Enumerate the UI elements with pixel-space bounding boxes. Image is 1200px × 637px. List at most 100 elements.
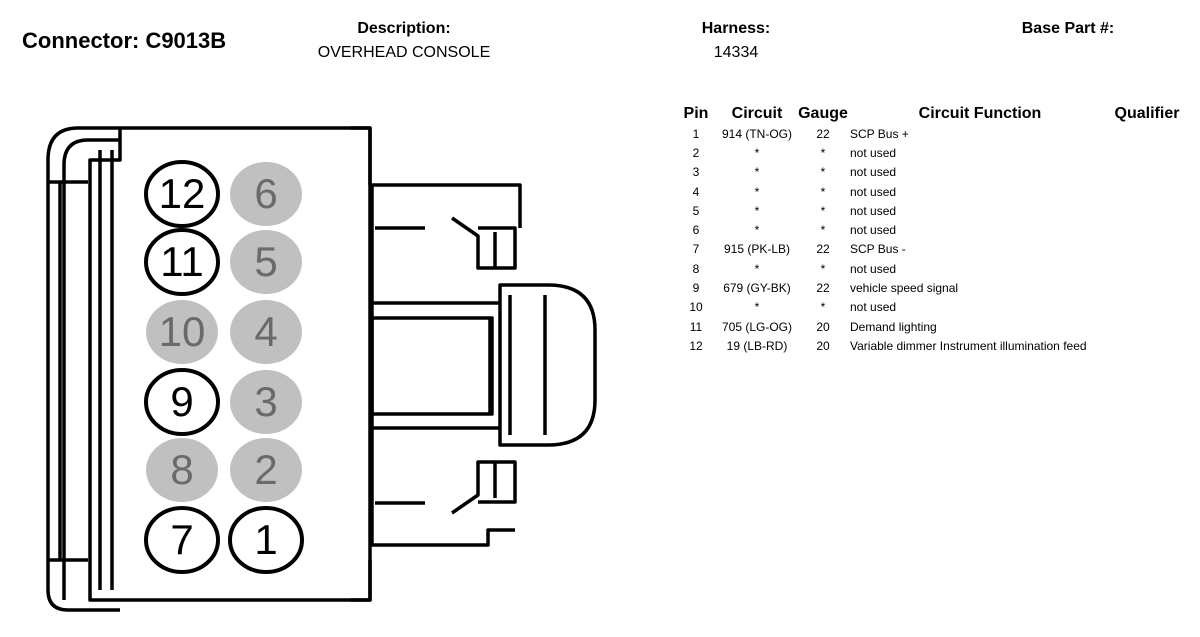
cavity-circle — [230, 438, 302, 502]
table-row: 6**not used — [676, 220, 1182, 239]
cavity-circle — [144, 160, 220, 228]
cavity-circle — [228, 506, 304, 574]
pinout-table: Pin Circuit Gauge Circuit Function Quali… — [676, 104, 1182, 356]
pin-cell: 12 — [689, 338, 703, 353]
circuit-cell: * — [754, 203, 760, 218]
table-row: 8 * * not used — [676, 259, 1182, 278]
qualifier-cell — [1112, 182, 1182, 201]
circuit-function-cell: not used — [850, 261, 897, 276]
cavity-8: 8 — [146, 438, 218, 502]
pin-cell: 2 — [692, 145, 700, 160]
gauge-header: Gauge — [798, 105, 848, 122]
pin-cell: 3 — [692, 165, 700, 180]
cavity-9: 9 — [144, 368, 220, 436]
cavity-11: 11 — [144, 228, 220, 296]
gauge-cell: * — [820, 261, 826, 276]
gauge-cell: * — [820, 223, 826, 238]
cavity-number: 4 — [254, 308, 277, 355]
circuit-function-cell: not used — [850, 223, 897, 238]
qualifier-cell — [1112, 278, 1182, 297]
circuit-header: Circuit — [731, 105, 783, 122]
table-row: 4 * * not used — [676, 182, 1182, 201]
qualifier-cell — [1112, 259, 1182, 278]
cavity-circle — [146, 438, 218, 502]
qualifier-cell — [1112, 317, 1182, 336]
gauge-cell: 22 — [816, 242, 830, 257]
circuit-cell: 19 (LB-RD) — [726, 338, 788, 353]
qualifier-cell — [1112, 240, 1182, 259]
cavity-circle — [230, 162, 302, 226]
qualifier-cell — [1112, 124, 1182, 143]
cavity-number: 9 — [170, 378, 193, 425]
gauge-cell: 22 — [816, 126, 830, 141]
table-row: 3**not used — [676, 163, 1182, 182]
gauge-cell: * — [820, 165, 826, 180]
pin-cell: 11 — [689, 319, 703, 334]
circuit-cell: 679 (GY-BK) — [723, 281, 791, 296]
cavity-number: 8 — [170, 446, 193, 493]
description-value: OVERHEAD CONSOLE — [317, 44, 491, 61]
harness-label: Harness: — [701, 20, 771, 37]
cavity-circle — [230, 230, 302, 294]
table-row: 12 19 (LB-RD) 20 Variable dimmer Instrument… — [676, 336, 1182, 355]
pin-header: Pin — [683, 105, 709, 122]
gauge-cell: * — [820, 300, 826, 315]
pin-cell: 4 — [692, 184, 700, 199]
cavity-number: 5 — [254, 238, 277, 285]
table-row: 5 * * not used — [676, 201, 1182, 220]
cavity-4: 4 — [230, 300, 302, 364]
circuit-function-cell: not used — [850, 184, 897, 199]
cavity-circle — [144, 368, 220, 436]
cavity-2: 2 — [230, 438, 302, 502]
circuit-cell: * — [754, 184, 760, 199]
gauge-cell: 20 — [816, 338, 830, 353]
cavity-10: 10 — [146, 300, 218, 364]
harness-value: 14334 — [713, 44, 759, 61]
circuit-function-cell: Demand lighting — [850, 319, 937, 334]
cavity-number: 12 — [159, 170, 206, 217]
circuit-cell: 705 (LG-OG) — [721, 319, 793, 334]
cavity-number: 10 — [159, 308, 206, 355]
qualifier-cell — [1112, 201, 1182, 220]
qualifier-cell — [1112, 143, 1182, 162]
description-label: Description: — [357, 20, 451, 37]
circuit-cell: * — [754, 145, 760, 160]
circuit-cell: * — [754, 261, 760, 276]
circuit-function-cell: SCP Bus + — [850, 126, 909, 141]
pin-cell: 5 — [692, 203, 700, 218]
qualifier-cell — [1112, 163, 1182, 182]
circuit-function-cell: not used — [850, 203, 897, 218]
gauge-cell: * — [820, 203, 826, 218]
connector-housing — [46, 126, 597, 612]
cavity-7: 7 — [144, 506, 220, 574]
cavity-number: 3 — [254, 378, 277, 425]
cavity-3: 3 — [230, 370, 302, 434]
gauge-cell: * — [820, 145, 826, 160]
circuit-function-cell: not used — [850, 300, 897, 315]
pin-cell: 6 — [692, 223, 700, 238]
cavity-circle — [230, 300, 302, 364]
connector-title: Connector: C9013B — [22, 28, 227, 53]
pin-cell: 8 — [692, 261, 700, 276]
cavity-number: 2 — [254, 446, 277, 493]
qualifier-header: Qualifier — [1114, 105, 1180, 122]
circuit-function-cell: vehicle speed signal — [850, 281, 959, 296]
circuit-function-cell: not used — [850, 145, 897, 160]
cavity-5: 5 — [230, 230, 302, 294]
circuit-function-header: Circuit Function — [918, 105, 1042, 122]
qualifier-cell — [1112, 336, 1182, 355]
gauge-cell: 20 — [816, 319, 830, 334]
gauge-cell: * — [820, 184, 826, 199]
pin-cell: 10 — [689, 300, 703, 315]
pin-cell: 9 — [692, 281, 700, 296]
cavity-number: 11 — [160, 238, 204, 285]
circuit-function-cell: Variable dimmer Instrument illumination … — [850, 338, 1087, 353]
pinout-header-row: Pin Circuit Gauge Circuit Function Quali… — [676, 104, 1182, 124]
table-row: 2 * * not used — [676, 143, 1182, 162]
circuit-function-cell: SCP Bus - — [850, 242, 906, 257]
